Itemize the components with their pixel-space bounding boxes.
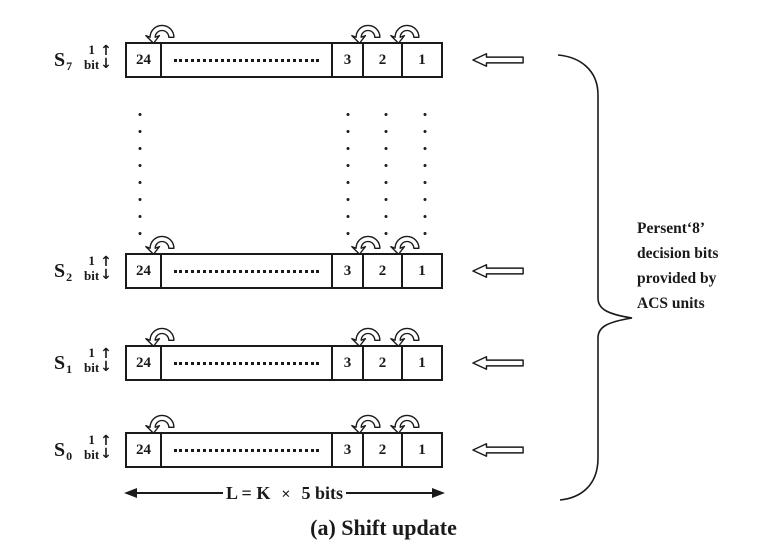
register-cell: 1 [418, 51, 426, 68]
register-subscript: 1 [66, 361, 73, 376]
register-letter: S [54, 259, 66, 282]
bit-up-arrow-icon: ↑ [100, 42, 112, 59]
decision-bits-annotation: Persent‘8’ decision bits provided by ACS… [637, 216, 718, 316]
annotation-line: Persent‘8’ [637, 220, 705, 237]
bit-down-arrow-icon: ↓ [100, 445, 112, 462]
register-cell: 3 [333, 434, 364, 466]
omitted-rows-dots [346, 106, 350, 238]
bit-width-text: 1 bit [84, 345, 100, 375]
register-cell: 1 [418, 354, 426, 371]
shift-loop-icon [390, 327, 420, 347]
register-cell-ellipsis [162, 347, 333, 379]
register-cell: 24 [127, 255, 162, 287]
bit-width-text: 1 bit [84, 42, 100, 72]
register-cell: 24 [127, 434, 162, 466]
shift-register-s1: 24 3 2 1 [125, 327, 443, 381]
shift-loop-icon [145, 414, 175, 434]
shift-register-s7: 24 3 2 1 [125, 24, 443, 78]
bit-width-label: 1 bit ↑ ↓ [84, 253, 112, 284]
shift-loop-icon [351, 414, 381, 434]
register-letter: S [54, 351, 66, 374]
curly-brace [557, 54, 633, 501]
register-cell: 3 [333, 347, 364, 379]
register-cell: 24 [127, 347, 162, 379]
register-length-dimension: L = K × 5 bits [124, 482, 446, 503]
shift-loop-icon [145, 235, 175, 255]
dimension-left-arrowhead-icon [124, 488, 137, 498]
register-cell-ellipsis [162, 434, 333, 466]
ellipsis-dots [173, 361, 320, 365]
dimension-line [137, 492, 224, 494]
bit-down-arrow-icon: ↓ [100, 55, 112, 72]
register-subscript: 2 [66, 269, 73, 284]
register-cell: 1 [418, 262, 426, 279]
left-block-arrow-icon [472, 53, 524, 67]
shift-loop-icon [145, 24, 175, 44]
shift-loop-icon [390, 24, 420, 44]
left-block-arrow-icon [472, 443, 524, 457]
shift-register-s0: 24 3 2 1 [125, 414, 443, 468]
ellipsis-dots [173, 448, 320, 452]
bit-width-label: 1 bit ↑ ↓ [84, 432, 112, 463]
dimension-line [345, 492, 433, 494]
left-block-arrow-icon [472, 356, 524, 370]
register-cell-ellipsis [162, 44, 333, 76]
register-cell: 24 [127, 44, 162, 76]
shift-loop-icon [351, 24, 381, 44]
left-block-arrow-icon [472, 264, 524, 278]
dimension-label: L = K × 5 bits [226, 482, 343, 503]
bit-height-arrows: ↑ ↓ [100, 432, 112, 462]
shift-loop-icon [390, 414, 420, 434]
bit-width-label: 1 bit ↑ ↓ [84, 42, 112, 73]
register-cell: 2 [364, 434, 403, 466]
annotation-line: decision bits [637, 245, 719, 262]
shift-loop-icon [145, 327, 175, 347]
omitted-rows-dots [138, 106, 142, 238]
register-cell: 2 [364, 255, 403, 287]
bit-width-text: 1 bit [84, 432, 100, 462]
register-letter: S [54, 48, 66, 71]
ellipsis-dots [173, 58, 320, 62]
figure-caption: (a) Shift update [310, 515, 457, 540]
bit-up-arrow-icon: ↑ [100, 345, 112, 362]
shift-register-s2: 24 3 2 1 [125, 235, 443, 289]
bit-height-arrows: ↑ ↓ [100, 42, 112, 72]
bit-width-label: 1 bit ↑ ↓ [84, 345, 112, 376]
bit-down-arrow-icon: ↓ [100, 266, 112, 283]
bit-up-arrow-icon: ↑ [100, 253, 112, 270]
annotation-line: provided by [637, 270, 717, 287]
annotation-line: ACS units [637, 295, 705, 312]
bit-height-arrows: ↑ ↓ [100, 253, 112, 283]
bit-width-text: 1 bit [84, 253, 100, 283]
shift-loop-icon [351, 327, 381, 347]
register-cell: 3 [333, 44, 364, 76]
ellipsis-dots [173, 269, 320, 273]
register-subscript: 7 [66, 58, 73, 73]
omitted-rows-dots [384, 106, 388, 238]
dimension-right-arrowhead-icon [432, 488, 446, 498]
multiplication-sign: × [281, 485, 291, 503]
register-cell: 1 [418, 441, 426, 458]
register-cell-ellipsis [162, 255, 333, 287]
register-subscript: 0 [66, 448, 73, 463]
bit-up-arrow-icon: ↑ [100, 432, 112, 449]
bit-height-arrows: ↑ ↓ [100, 345, 112, 375]
register-cell: 2 [364, 347, 403, 379]
shift-loop-icon [390, 235, 420, 255]
register-cell: 2 [364, 44, 403, 76]
register-cell: 3 [333, 255, 364, 287]
shift-loop-icon [351, 235, 381, 255]
bit-down-arrow-icon: ↓ [100, 358, 112, 375]
register-letter: S [54, 438, 66, 461]
omitted-rows-dots [423, 106, 427, 238]
